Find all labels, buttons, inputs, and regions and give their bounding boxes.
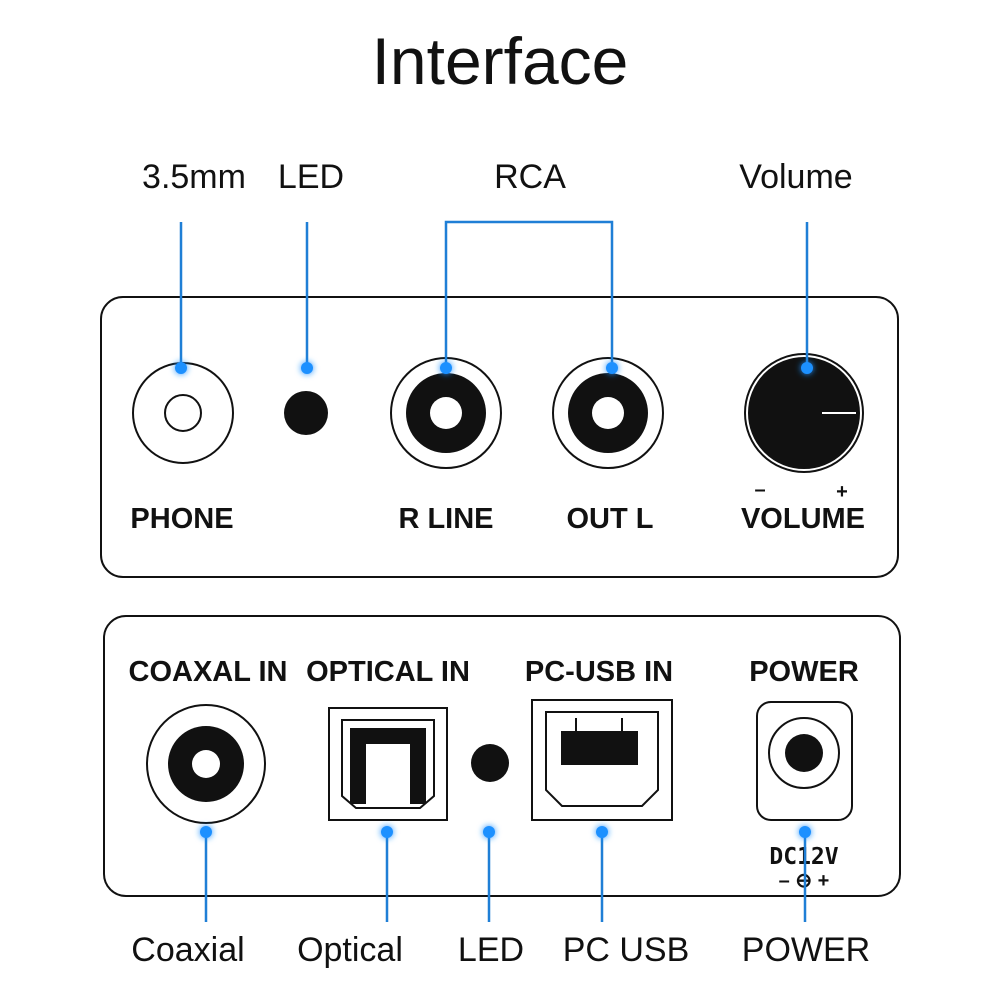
- optical-port-icon: [328, 707, 448, 821]
- callout-3-5mm: 3.5mm: [142, 158, 246, 196]
- led-indicator-icon: [471, 744, 509, 782]
- volume-knob-icon: [744, 353, 864, 473]
- marker-3-5mm: [175, 362, 187, 374]
- rca-jack-icon: [390, 357, 502, 469]
- volume-minus: –: [754, 479, 765, 501]
- callout-coaxial: Coaxial: [131, 931, 244, 969]
- callout-volume: Volume: [739, 158, 852, 196]
- callout-rca: RCA: [494, 158, 566, 196]
- callout-led-back: LED: [458, 931, 524, 969]
- marker-led-front: [301, 362, 313, 374]
- marker-out-l: [606, 362, 618, 374]
- callout-pc-usb: PC USB: [563, 931, 690, 969]
- usb-b-port-icon: [531, 699, 673, 821]
- front-panel: [100, 296, 899, 578]
- marker-r-line: [440, 362, 452, 374]
- phone-jack-icon: [132, 362, 234, 464]
- volume-plus: +: [836, 481, 848, 503]
- callout-led-front: LED: [278, 158, 344, 196]
- label-out-l: OUT L: [567, 503, 654, 535]
- marker-pc-usb: [596, 826, 608, 838]
- led-indicator-icon: [284, 391, 328, 435]
- dc-power-jack-icon: [756, 701, 853, 821]
- leader-rca: [444, 220, 614, 368]
- callout-optical: Optical: [297, 931, 403, 969]
- label-r-line: R LINE: [398, 503, 493, 535]
- page-title: Interface: [372, 24, 629, 98]
- marker-led-back: [483, 826, 495, 838]
- marker-coaxial: [200, 826, 212, 838]
- label-power: POWER: [749, 656, 859, 688]
- rca-jack-icon: [552, 357, 664, 469]
- marker-volume: [801, 362, 813, 374]
- marker-optical: [381, 826, 393, 838]
- callout-power: POWER: [742, 931, 870, 969]
- label-coaxal-in: COAXAL IN: [129, 656, 288, 688]
- label-phone: PHONE: [130, 503, 233, 535]
- label-pc-usb-in: PC-USB IN: [525, 656, 673, 688]
- coaxial-jack-icon: [146, 704, 266, 824]
- marker-power: [799, 826, 811, 838]
- label-optical-in: OPTICAL IN: [306, 656, 470, 688]
- label-volume: VOLUME: [741, 503, 865, 535]
